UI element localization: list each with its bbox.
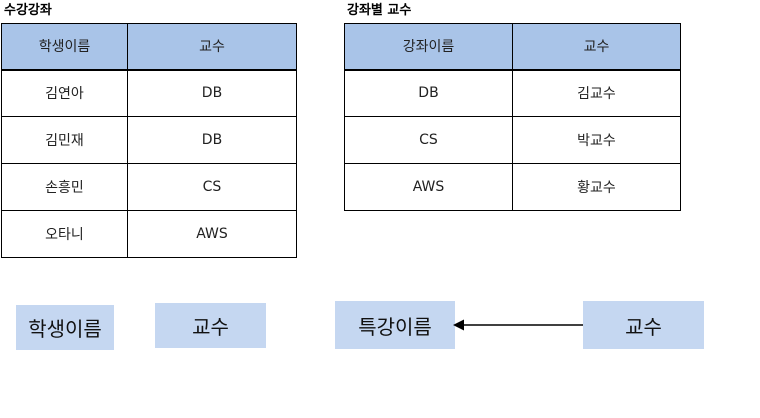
header-professor: 교수 [127,23,297,71]
professor-box: 교수 [155,303,266,348]
table-row: AWS 황교수 [344,163,681,211]
lecture-professor-box: 교수 [583,301,704,349]
table-row: 김민재 DB [1,116,297,164]
table-row: 김연아 DB [1,69,297,117]
left-arrow-icon [453,319,583,331]
professor-cell: 김교수 [512,69,681,117]
professor-cell: 황교수 [512,163,681,211]
course-name-cell: CS [344,116,513,164]
student-name-cell: 김민재 [1,116,128,164]
student-name-box: 학생이름 [16,305,114,350]
professor-table-title: 강좌별 교수 [347,3,412,18]
header-student-name: 학생이름 [1,23,128,71]
table-row: CS 박교수 [344,116,681,164]
table-header-row: 학생이름 교수 [1,23,297,71]
professor-table: 강좌이름 교수 DB 김교수 CS 박교수 AWS 황교수 [344,23,681,211]
professor-cell: 박교수 [512,116,681,164]
table-row: DB 김교수 [344,69,681,117]
course-cell: DB [127,116,297,164]
enrollment-table-title: 수강강좌 [4,3,52,18]
course-cell: AWS [127,210,297,258]
student-name-cell: 손흥민 [1,163,128,211]
enrollment-table: 학생이름 교수 김연아 DB 김민재 DB 손흥민 CS 오타니 AWS [1,23,297,258]
course-cell: CS [127,163,297,211]
course-name-cell: AWS [344,163,513,211]
header-course-name: 강좌이름 [344,23,513,71]
course-cell: DB [127,69,297,117]
table-row: 오타니 AWS [1,210,297,258]
student-name-cell: 김연아 [1,69,128,117]
header-professor: 교수 [512,23,681,71]
table-header-row: 강좌이름 교수 [344,23,681,71]
table-row: 손흥민 CS [1,163,297,211]
special-lecture-name-box: 특강이름 [335,301,455,349]
student-name-cell: 오타니 [1,210,128,258]
course-name-cell: DB [344,69,513,117]
